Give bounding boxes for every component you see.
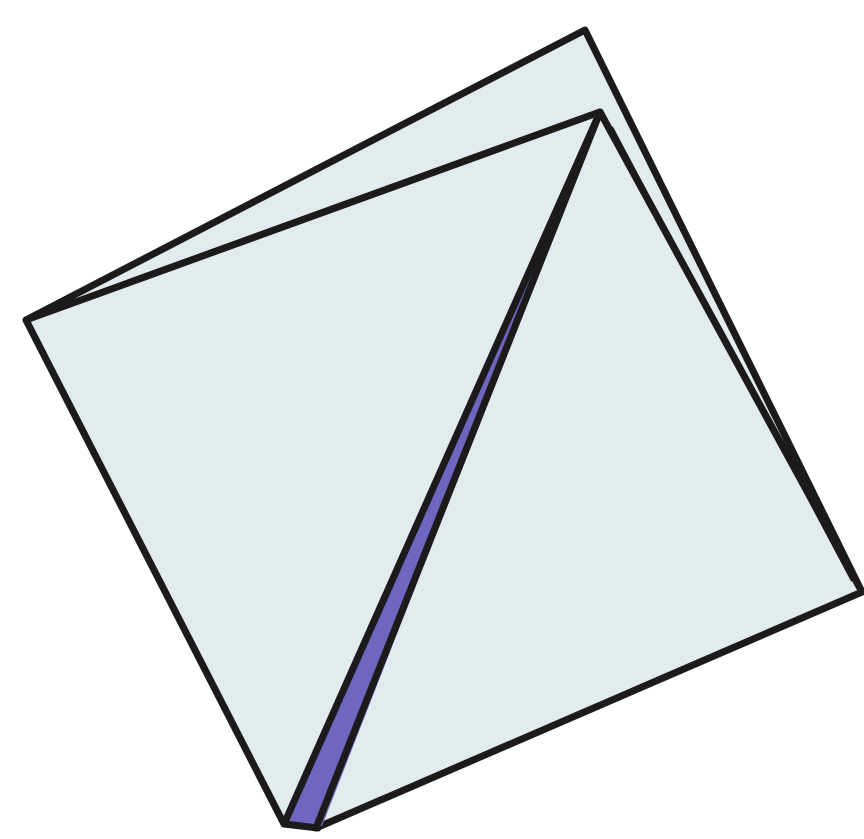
bottom-tip-edge [284,824,318,828]
